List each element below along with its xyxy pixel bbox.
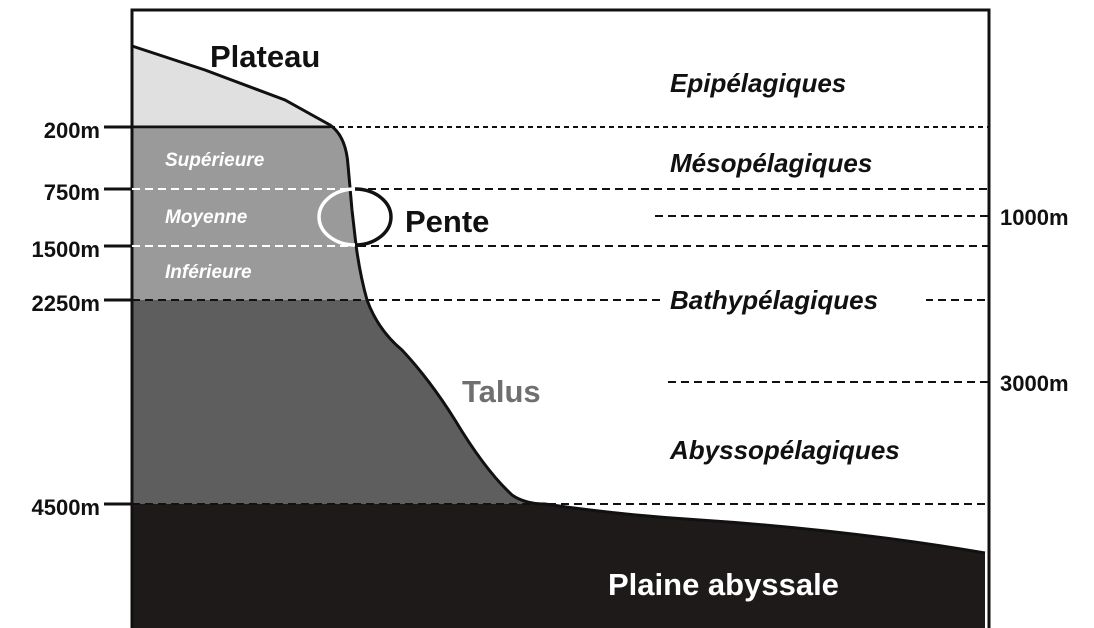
zone-mesopelagiques: Mésopélagiques xyxy=(670,148,872,178)
subzone-superieure: Supérieure xyxy=(165,150,265,171)
depth-label-1000m: 1000m xyxy=(1000,205,1069,230)
depth-label-3000m: 3000m xyxy=(1000,371,1069,396)
depth-label-750m: 750m xyxy=(44,180,100,205)
depth-label-4500m: 4500m xyxy=(31,495,100,520)
subzone-moyenne: Moyenne xyxy=(165,207,248,228)
plaine-abyssale-label: Plaine abyssale xyxy=(608,567,839,602)
plateau-label: Plateau xyxy=(210,39,320,74)
zone-abyssopelagiques: Abyssopélagiques xyxy=(669,435,900,465)
depth-label-200m: 200m xyxy=(44,118,100,143)
depth-label-2250m: 2250m xyxy=(31,291,100,316)
depth-label-1500m: 1500m xyxy=(31,237,100,262)
subzone-inferieure: Inférieure xyxy=(165,262,252,283)
zone-epipelagiques: Epipélagiques xyxy=(670,68,846,98)
zone-bathypelagiques: Bathypélagiques xyxy=(670,285,878,315)
pente-label: Pente xyxy=(405,204,489,239)
talus-label: Talus xyxy=(462,374,541,409)
